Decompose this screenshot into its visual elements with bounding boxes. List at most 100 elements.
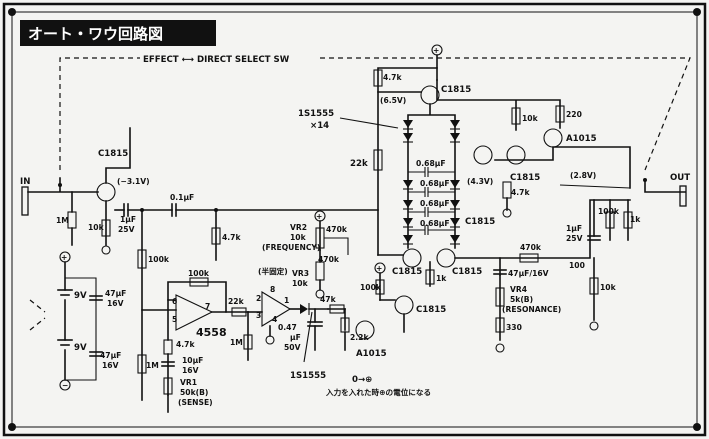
jack-out-label: OUT	[670, 173, 690, 183]
vr4-val: 5k(B)	[510, 295, 533, 304]
c1815-top: C1815	[441, 85, 471, 95]
pin2: 2	[256, 294, 261, 303]
diode-ladder-right	[450, 120, 460, 245]
zero-plus: 0→⊕	[352, 375, 372, 385]
r-10k: 10k	[88, 223, 105, 232]
svg-text:+: +	[433, 46, 439, 55]
vr4-name: (RESONANCE)	[502, 305, 561, 314]
half-fixed: (半固定)	[258, 266, 288, 276]
vr2: VR2	[290, 223, 307, 232]
cap-1uF-in: 1μF	[120, 215, 136, 224]
cap-47uF-16: 47μF/16V	[508, 269, 549, 278]
c1815-mid: C1815	[465, 217, 495, 227]
c1815-bot1: C1815	[392, 267, 422, 277]
title-box	[20, 20, 216, 46]
r-10k-mid: 10k	[522, 114, 539, 123]
ic-4558: 4558	[196, 326, 227, 339]
cap-47uF-a: 47μF	[105, 289, 126, 298]
cap-1uF-out: 1μF	[566, 224, 582, 233]
r-220: 220	[566, 110, 582, 119]
v-4-3: (4.3V)	[467, 177, 493, 186]
pin5: 5	[172, 315, 177, 324]
cap-1uF-out-v: 25V	[566, 234, 583, 243]
svg-text:+: +	[316, 212, 322, 221]
r-47k: 47k	[320, 295, 337, 304]
c1815-bot2: C1815	[452, 267, 482, 277]
r-4-7k-a: 4.7k	[222, 233, 241, 242]
cap-047-u: μF	[290, 333, 301, 342]
vr4: VR4	[510, 285, 527, 294]
r-470k-b: 470k	[318, 255, 340, 264]
vr3-val: 10k	[292, 279, 309, 288]
title: オート・ワウ回路図	[28, 25, 163, 43]
c1815-bot3: C1815	[416, 305, 446, 315]
svg-text:−: −	[62, 381, 68, 390]
pin7: 7	[205, 302, 210, 311]
output-jack[interactable]	[679, 185, 687, 207]
v-2-8: (2.8V)	[570, 171, 596, 180]
batt1: 9V	[74, 291, 87, 301]
r-100k-bot: 100k	[360, 283, 382, 292]
pin4: 4	[272, 315, 277, 324]
r-330: 330	[506, 323, 522, 332]
vr1-name: (SENSE)	[178, 398, 213, 407]
inner-frame	[11, 11, 698, 428]
cap-0-1uF: 0.1μF	[170, 193, 194, 202]
r-22k-amp: 22k	[228, 297, 245, 306]
cap-47uF-b: 47μF	[100, 351, 121, 360]
r-22k: 22k	[350, 159, 368, 169]
vr1: VR1	[180, 378, 197, 387]
svg-text:+: +	[61, 253, 67, 262]
r-470k-top: 470k	[326, 225, 348, 234]
v-6-5: (6.5V)	[380, 96, 406, 105]
r-1M-b: 1M	[146, 361, 159, 370]
c1815-pair: C1815	[510, 173, 540, 183]
r-10k-out: 10k	[600, 283, 617, 292]
r-1M: 1M	[56, 216, 69, 225]
r-100k-amp: 100k	[188, 269, 210, 278]
r-4-7k-top: 4.7k	[383, 73, 402, 82]
svg-text:+: +	[376, 264, 382, 273]
ladder-caps	[408, 167, 455, 235]
diode-name: 1S1555	[298, 109, 334, 119]
cap-047: 0.47	[278, 323, 297, 332]
r-4-7k-amp: 4.7k	[176, 340, 195, 349]
cap-10uF-v: 16V	[182, 366, 199, 375]
vr2-name: (FREQUENCY)	[262, 243, 320, 252]
r-100: 100	[569, 261, 585, 270]
pin6: 6	[172, 297, 177, 306]
note: 入力を入れた時⊕の電位になる	[325, 387, 431, 397]
r-1k-out: 1k	[630, 215, 641, 224]
diode-bottom: 1S1555	[290, 371, 326, 381]
c1815-in: C1815	[98, 149, 128, 159]
pin8: 8	[270, 285, 275, 294]
cap-1uF-in-v: 25V	[118, 225, 135, 234]
pin1: 1	[284, 296, 289, 305]
input-jack[interactable]	[21, 186, 29, 216]
r-470k-right: 470k	[520, 243, 542, 252]
diode-count: ×14	[310, 121, 329, 131]
r-1k-bot: 1k	[436, 274, 447, 283]
vr1-val: 50k(B)	[180, 388, 208, 397]
jack-in-label: IN	[20, 177, 30, 187]
switch-link-left	[59, 57, 140, 170]
pin3: 3	[256, 311, 261, 320]
a1015-top: A1015	[566, 134, 597, 144]
cap-068-2: 0.68μF	[420, 179, 450, 188]
r-1M-amp: 1M	[230, 338, 243, 347]
diode-ladder-left	[403, 120, 413, 245]
batt2: 9V	[74, 343, 87, 353]
cap-068-4: 0.68μF	[420, 219, 450, 228]
switch-link-right	[320, 57, 691, 171]
switch-label: EFFECT ⟷ DIRECT SELECT SW	[143, 55, 290, 65]
vr2-val: 10k	[290, 233, 307, 242]
bias-v: (−3.1V)	[117, 177, 150, 186]
cap-068-3: 0.68μF	[420, 199, 450, 208]
cap-47uF-a-v: 16V	[107, 299, 124, 308]
a1015-bot: A1015	[356, 349, 387, 359]
opamp-1	[175, 294, 214, 331]
vr3: VR3	[292, 269, 309, 278]
